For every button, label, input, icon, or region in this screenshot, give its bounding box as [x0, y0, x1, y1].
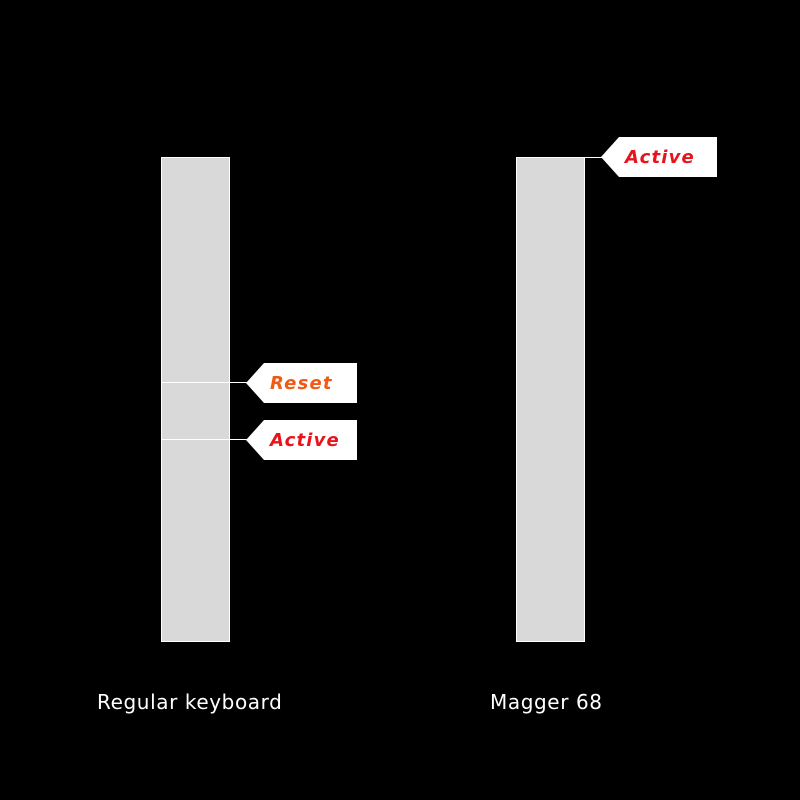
regular-keyboard-caption: Regular keyboard: [97, 690, 283, 714]
magger-68-active-marker-line: [517, 157, 603, 158]
regular-keyboard-active-marker-line: [162, 439, 248, 440]
regular-keyboard-active-label: Active: [246, 420, 357, 460]
regular-keyboard-key-travel-bar: [161, 157, 230, 642]
magger-68-key-travel-bar: [516, 157, 585, 642]
regular-keyboard-reset-label: Reset: [246, 363, 357, 403]
regular-keyboard-reset-marker-line: [162, 382, 248, 383]
magger-68-caption: Magger 68: [490, 690, 603, 714]
magger-68-active-label: Active: [601, 137, 717, 177]
